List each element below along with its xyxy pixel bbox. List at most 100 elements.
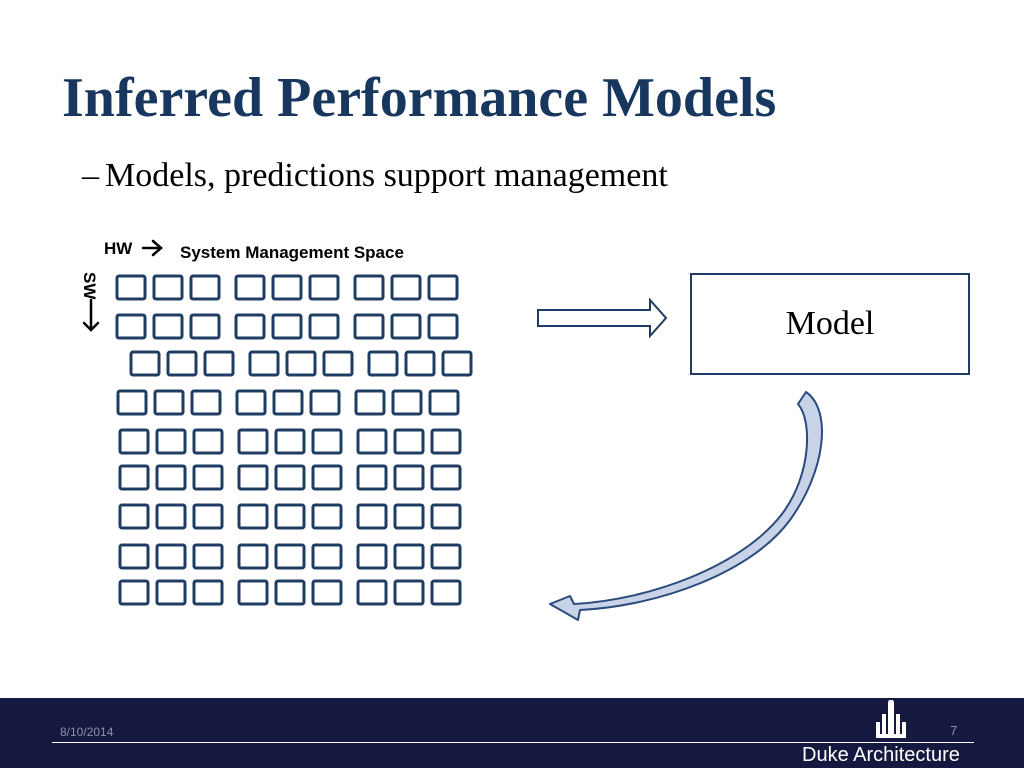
slide-title: Inferred Performance Models (62, 67, 777, 129)
grid-cell (390, 313, 422, 340)
grid-cell (311, 428, 343, 455)
grid-cell (192, 464, 224, 491)
sw-arrow-icon (82, 298, 100, 332)
grid-cell (155, 579, 187, 606)
grid-cell (116, 389, 148, 416)
footer-date: 8/10/2014 (60, 725, 114, 739)
grid-cell (367, 350, 399, 377)
model-box: Model (690, 273, 970, 375)
grid-cell (322, 350, 354, 377)
block-arrow-icon (537, 297, 668, 339)
grid-cell (427, 274, 459, 301)
duke-chapel-logo-icon (876, 700, 906, 738)
grid-cell (155, 503, 187, 530)
grid-cell (274, 579, 306, 606)
grid-cell (129, 350, 161, 377)
grid-cell (166, 350, 198, 377)
grid-cell (237, 579, 269, 606)
bullet-item: –Models, predictions support management (82, 154, 668, 198)
grid-cell (430, 503, 462, 530)
feedback-curved-arrow-icon (549, 391, 823, 621)
grid-cell (427, 313, 459, 340)
configuration-grid (115, 274, 473, 606)
grid-cell (404, 350, 436, 377)
grid-cell (391, 389, 423, 416)
grid-cell (118, 464, 150, 491)
grid-cell (237, 503, 269, 530)
grid-cell (309, 389, 341, 416)
grid-cell (118, 428, 150, 455)
grid-cell (152, 274, 184, 301)
sw-label: SW (80, 272, 99, 300)
grid-cell (155, 543, 187, 570)
grid-cell (393, 464, 425, 491)
grid-cell (356, 579, 388, 606)
grid-cell (274, 428, 306, 455)
grid-cell (356, 543, 388, 570)
grid-cell (393, 579, 425, 606)
grid-cell (274, 543, 306, 570)
grid-cell (308, 313, 340, 340)
grid-cell (118, 503, 150, 530)
grid-cell (153, 389, 185, 416)
grid-cell (308, 274, 340, 301)
grid-cell (311, 579, 343, 606)
hw-right-arrow-icon (141, 239, 163, 257)
grid-cell (393, 428, 425, 455)
grid-cell (155, 428, 187, 455)
space-label: System Management Space (180, 243, 404, 262)
grid-cell (189, 313, 221, 340)
grid-cell (248, 350, 280, 377)
grid-cell (271, 274, 303, 301)
bullet-text: Models, predictions support management (105, 157, 668, 194)
grid-cell (311, 464, 343, 491)
bullet-marker: – (82, 157, 99, 194)
grid-cell (428, 389, 460, 416)
grid-cell (356, 503, 388, 530)
grid-cell (441, 350, 473, 377)
grid-cell (237, 543, 269, 570)
grid-cell (356, 464, 388, 491)
management-space-diagram: HW System Management Space SW (80, 239, 823, 621)
grid-cell (192, 579, 224, 606)
grid-cell (353, 313, 385, 340)
grid-cell (274, 503, 306, 530)
grid-cell (203, 350, 235, 377)
grid-cell (189, 274, 221, 301)
grid-cell (393, 543, 425, 570)
grid-cell (152, 313, 184, 340)
grid-cell (192, 503, 224, 530)
grid-cell (190, 389, 222, 416)
grid-cell (311, 543, 343, 570)
grid-cell (274, 464, 306, 491)
grid-cell (118, 543, 150, 570)
grid-cell (118, 579, 150, 606)
grid-cell (393, 503, 425, 530)
footer-bar: 8/10/2014 7 Duke Architecture (0, 698, 1024, 768)
grid-cell (430, 543, 462, 570)
grid-cell (272, 389, 304, 416)
grid-cell (115, 313, 147, 340)
grid-cell (311, 503, 343, 530)
grid-cell (285, 350, 317, 377)
grid-cell (430, 579, 462, 606)
grid-cell (192, 428, 224, 455)
grid-cell (356, 428, 388, 455)
grid-cell (115, 274, 147, 301)
grid-cell (430, 428, 462, 455)
grid-cell (234, 313, 266, 340)
grid-cell (237, 428, 269, 455)
grid-cell (192, 543, 224, 570)
brand-label: Duke Architecture (802, 744, 960, 766)
grid-cell (390, 274, 422, 301)
grid-cell (237, 464, 269, 491)
hw-label: HW (104, 239, 133, 258)
footer-divider (52, 742, 974, 743)
grid-cell (354, 389, 386, 416)
page-number: 7 (950, 723, 958, 738)
grid-cell (234, 274, 266, 301)
grid-cell (430, 464, 462, 491)
grid-cell (271, 313, 303, 340)
grid-cell (155, 464, 187, 491)
grid-cell (353, 274, 385, 301)
